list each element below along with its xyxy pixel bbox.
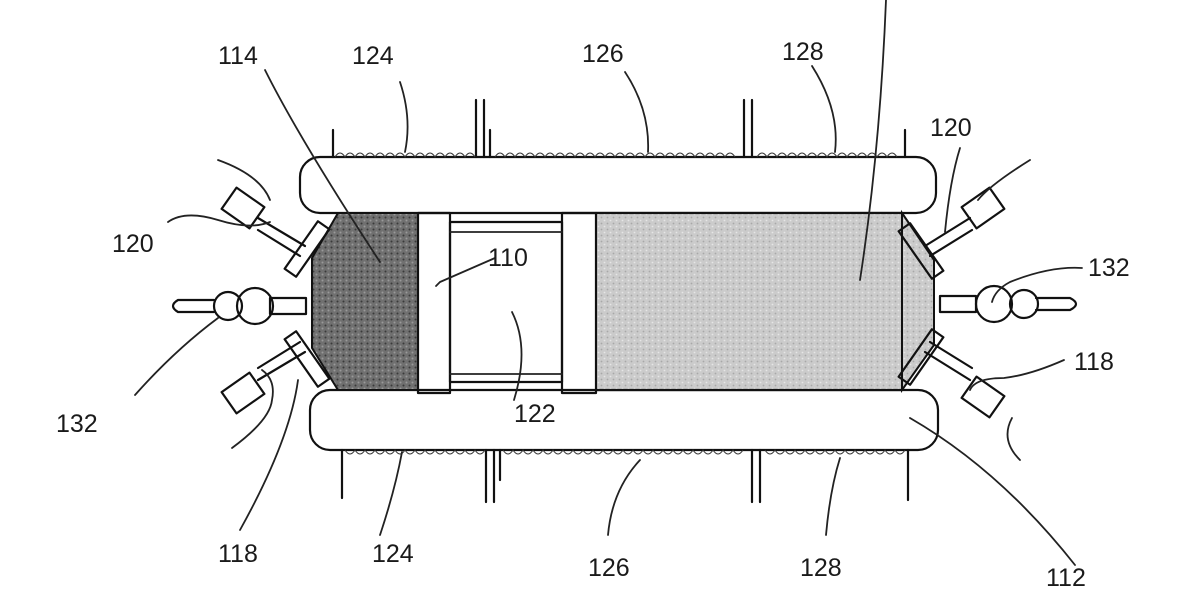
- label-120-right: 120: [930, 114, 972, 142]
- label-124-top: 124: [352, 42, 394, 70]
- label-126-top: 126: [582, 40, 624, 68]
- label-120-left: 120: [112, 230, 154, 258]
- label-132-right: 132: [1088, 254, 1130, 282]
- label-126-bottom: 126: [588, 554, 630, 582]
- label-132-left: 132: [56, 410, 98, 438]
- label-122: 122: [514, 400, 556, 428]
- piston-right-plate: [560, 211, 598, 395]
- label-128-top: 128: [782, 38, 824, 66]
- top-coils: [331, 98, 907, 159]
- top-tube: [298, 155, 938, 215]
- label-124-bottom: 124: [372, 540, 414, 568]
- piston-chamber-122: [448, 220, 564, 384]
- left-valves: [171, 186, 331, 415]
- label-128-bottom: 128: [800, 554, 842, 582]
- right-valves: [897, 186, 1078, 419]
- bottom-tube: [308, 388, 940, 452]
- piston-left-plate: [416, 211, 452, 395]
- light-chamber-116: [596, 213, 902, 390]
- label-118-left: 118: [218, 540, 258, 568]
- bottom-coils: [340, 448, 910, 504]
- label-110: 110: [488, 244, 528, 272]
- label-118-right: 118: [1074, 348, 1114, 376]
- label-112: 112: [1046, 564, 1086, 592]
- label-114: 114: [218, 42, 258, 70]
- leader-lines: [134, 0, 1083, 566]
